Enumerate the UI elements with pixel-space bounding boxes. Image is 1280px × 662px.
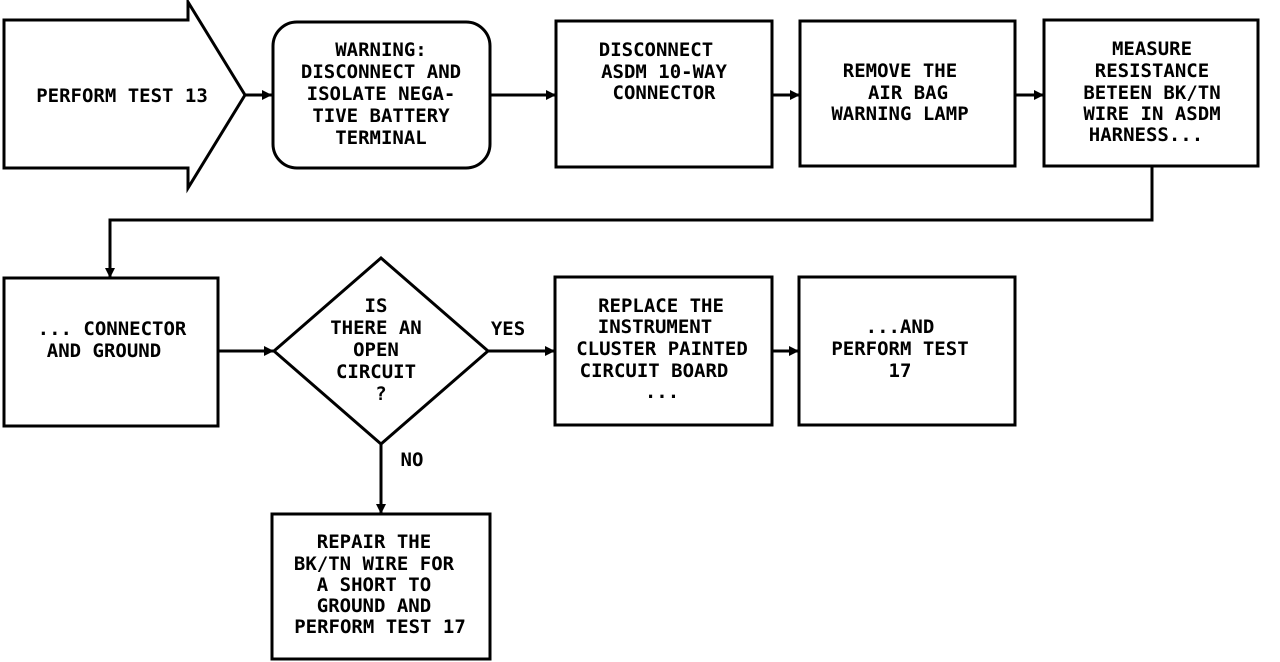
perform17-node: ...AND PERFORM TEST 17: [797, 275, 1017, 427]
warning-node-line-2: DISCONNECT AND: [301, 61, 461, 83]
warning-rounded-box: [271, 20, 492, 170]
decision-line-2: THERE AN: [330, 317, 422, 339]
start-node-line-1: PERFORM TEST 13: [36, 85, 208, 107]
warning-node-line-5: TERMINAL: [335, 127, 427, 149]
remove-lamp-line-2: AIR BAG: [868, 82, 948, 104]
edge-measure-to-connector: [108, 166, 1154, 278]
connector-ground-line-1: ... CONNECTOR: [38, 318, 187, 340]
decision-diamond: [271, 256, 491, 446]
arrowhead: [262, 90, 272, 100]
arrowhead: [789, 346, 799, 356]
measure-node-line-4: WIRE IN ASDM: [1083, 103, 1220, 125]
measure-node: MEASURE RESISTANCE BETEEN BK/TN WIRE IN …: [1042, 18, 1260, 168]
perform17-line-2: PERFORM TEST: [831, 338, 968, 360]
decision-line-4: CIRCUIT: [336, 361, 416, 383]
repair-line-1: REPAIR THE: [317, 531, 431, 553]
connector-ground-node: ... CONNECTOR AND GROUND: [2, 276, 220, 428]
arrowhead: [546, 90, 556, 100]
repair-node: REPAIR THE BK/TN WIRE FOR A SHORT TO GRO…: [270, 512, 492, 661]
measure-box: [1042, 18, 1260, 168]
repair-line-4: GROUND AND: [317, 595, 431, 617]
replace-cluster-line-3: CLUSTER PAINTED: [576, 338, 748, 360]
remove-lamp-box: [798, 19, 1017, 168]
disconnect-node-line-3: CONNECTOR: [613, 82, 717, 104]
replace-cluster-line-4: CIRCUIT BOARD: [580, 360, 729, 382]
disconnect-node-line-1: DISCONNECT: [599, 39, 713, 61]
measure-node-line-1: MEASURE: [1112, 38, 1192, 60]
replace-cluster-line-2: INSTRUMENT: [598, 316, 712, 338]
remove-lamp-line-3: WARNING LAMP: [831, 103, 968, 125]
yes-label: YES: [491, 318, 525, 340]
perform17-box: [797, 275, 1017, 427]
warning-node-line-3: ISOLATE NEGA-: [307, 83, 456, 105]
replace-cluster-line-5: ...: [645, 381, 679, 403]
connector-ground-line-2: AND GROUND: [47, 340, 161, 362]
warning-node-line-4: TIVE BATTERY: [312, 105, 450, 127]
perform17-line-3: 17: [889, 360, 912, 382]
warning-node-line-1: WARNING:: [335, 39, 427, 61]
measure-node-line-2: RESISTANCE: [1095, 60, 1209, 82]
decision-line-1: IS: [365, 295, 388, 317]
replace-cluster-node: REPLACE THE INSTRUMENT CLUSTER PAINTED C…: [553, 275, 774, 427]
decision-node: IS THERE AN OPEN CIRCUIT ?: [271, 256, 491, 446]
arrowhead: [790, 90, 800, 100]
remove-lamp-line-1: REMOVE THE: [843, 60, 957, 82]
disconnect-node-line-2: ASDM 10-WAY: [601, 61, 727, 83]
replace-cluster-box: [553, 275, 774, 427]
perform17-line-1: ...AND: [866, 316, 935, 338]
arrowhead: [264, 346, 274, 356]
connector-ground-box: [2, 276, 220, 428]
arrowhead: [376, 504, 386, 514]
repair-box: [270, 512, 492, 661]
disconnect-box: [554, 19, 774, 169]
warning-node: WARNING: DISCONNECT AND ISOLATE NEGA- TI…: [271, 20, 492, 170]
remove-lamp-node: REMOVE THE AIR BAG WARNING LAMP: [798, 19, 1017, 168]
start-node: PERFORM TEST 13: [2, 0, 247, 194]
arrowhead: [545, 346, 555, 356]
replace-cluster-line-1: REPLACE THE: [598, 295, 724, 317]
repair-line-3: A SHORT TO: [317, 574, 431, 596]
connectors: [105, 90, 1154, 514]
start-arrow-shape: [2, 0, 247, 194]
decision-line-3: OPEN: [353, 339, 399, 361]
no-label: NO: [401, 449, 424, 471]
disconnect-node: DISCONNECT ASDM 10-WAY CONNECTOR: [554, 19, 774, 169]
repair-line-2: BK/TN WIRE FOR: [294, 553, 455, 575]
decision-line-5: ?: [375, 383, 386, 405]
repair-line-5: PERFORM TEST 17: [294, 616, 466, 638]
arrowhead: [105, 268, 115, 278]
arrowhead: [1034, 90, 1044, 100]
measure-node-line-3: BETEEN BK/TN: [1083, 82, 1220, 104]
measure-node-line-5: HARNESS...: [1089, 124, 1203, 146]
